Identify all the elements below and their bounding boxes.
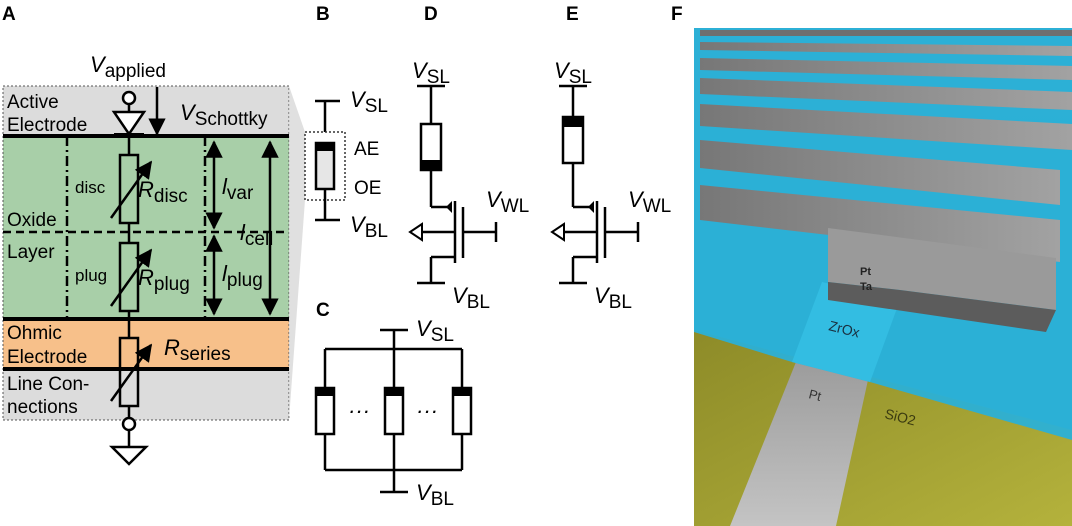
panel-b-label: B [316, 4, 330, 25]
l-plug-label: lplug [222, 261, 263, 291]
panel-d-label: D [424, 4, 438, 25]
disc-label: disc [75, 178, 106, 197]
r-series-label: Rseries [164, 335, 231, 365]
zrox-label: ZrOx [827, 317, 861, 340]
panel-a: A Active Electrode Oxide Layer Ohmic Ele… [2, 4, 290, 466]
line-connections-layer [3, 369, 289, 420]
oxide-layer-label-1: Oxide [7, 210, 57, 231]
pt-top-label: Pt [860, 266, 871, 278]
d-v-bl-label: VBL [452, 283, 490, 313]
panel-b: B VSL AE OE VBL [304, 4, 388, 242]
l-var-label: lvar [222, 174, 254, 204]
sio2-label: SiO2 [883, 405, 917, 428]
top-electrode-bar [700, 185, 1060, 262]
terminal-node [121, 90, 137, 106]
panel-d: D VSL VWL VBL [408, 4, 529, 313]
variable-arrow [109, 343, 153, 402]
transistor-arrow [588, 201, 594, 213]
top-electrode-bar [700, 30, 1072, 36]
panel-a-label: A [2, 4, 16, 25]
body-arrow [408, 222, 423, 242]
pt-bottom-label: Pt [807, 386, 823, 404]
e-electrode-bar-top [563, 117, 583, 127]
r-plug-label: Rplug [138, 265, 190, 295]
ohmic-electrode-label-2: Electrode [7, 347, 87, 368]
top-electrode-bar [700, 104, 1072, 150]
l-cell-label: lcell [240, 220, 273, 250]
zoom-connector [289, 86, 305, 420]
panel-f: F Pt Ta ZrOx Pt SiO2 [671, 4, 1072, 526]
schottky-diode-symbol [111, 110, 147, 137]
ae-label: AE [354, 139, 379, 160]
panel-e: E VSL VWL VBL [550, 4, 671, 313]
ground-symbol [108, 445, 150, 466]
top-electrode-bar [700, 140, 1060, 205]
oe-label: OE [354, 178, 381, 199]
variable-arrow [109, 248, 153, 307]
ta-label: Ta [860, 281, 873, 293]
top-electrode-bar [700, 42, 1072, 56]
r-disc-label: Rdisc [138, 177, 188, 207]
front-top-electrode-side [828, 282, 1056, 332]
d-electrode-bar-bottom [421, 160, 441, 170]
active-electrode-label-1: Active [7, 92, 59, 113]
terminal-node [121, 416, 137, 432]
d-v-sl-label: VSL [412, 58, 450, 88]
panel-e-label: E [566, 4, 579, 25]
top-electrode-bar [700, 78, 1072, 110]
b-v-sl-label: VSL [350, 87, 388, 117]
plug-label: plug [75, 266, 107, 285]
active-electrode-label-2: Electrode [7, 115, 87, 136]
e-v-bl-label: VBL [594, 283, 632, 313]
ohmic-electrode-label-1: Ohmic [7, 323, 62, 344]
v-applied-label: Vapplied [90, 52, 166, 82]
c-electrode-bar [453, 388, 471, 396]
line-connections-label-1: Line Con- [7, 374, 89, 395]
zrox-ridge [792, 282, 900, 382]
v-schottky-label: VSchottky [180, 100, 268, 130]
ellipsis: ··· [416, 398, 438, 423]
transistor-arrow [446, 201, 452, 213]
c-v-bl-label: VBL [416, 480, 454, 510]
panel-f-label: F [671, 4, 683, 25]
ellipsis: ··· [348, 398, 370, 423]
d-v-wl-label: VWL [486, 187, 529, 217]
b-active-electrode-bar [316, 143, 334, 151]
e-v-sl-label: VSL [554, 58, 592, 88]
body-arrow [550, 222, 565, 242]
panel-c: C VSL VBL ··· ··· [314, 300, 473, 510]
c-v-sl-label: VSL [416, 316, 454, 346]
c-electrode-bar [316, 388, 334, 396]
top-electrode-bar [700, 58, 1072, 80]
front-top-electrode [828, 228, 1056, 310]
c-electrode-bar [385, 388, 403, 396]
panel-c-label: C [316, 300, 330, 321]
bottom-pt-electrode [730, 362, 868, 526]
oxide-layer-label-2: Layer [7, 242, 55, 263]
b-v-bl-label: VBL [350, 212, 388, 242]
top-electrode-bars [700, 30, 1072, 332]
e-v-wl-label: VWL [628, 187, 671, 217]
variable-arrow [109, 160, 153, 219]
line-connections-label-2: nections [7, 397, 78, 418]
